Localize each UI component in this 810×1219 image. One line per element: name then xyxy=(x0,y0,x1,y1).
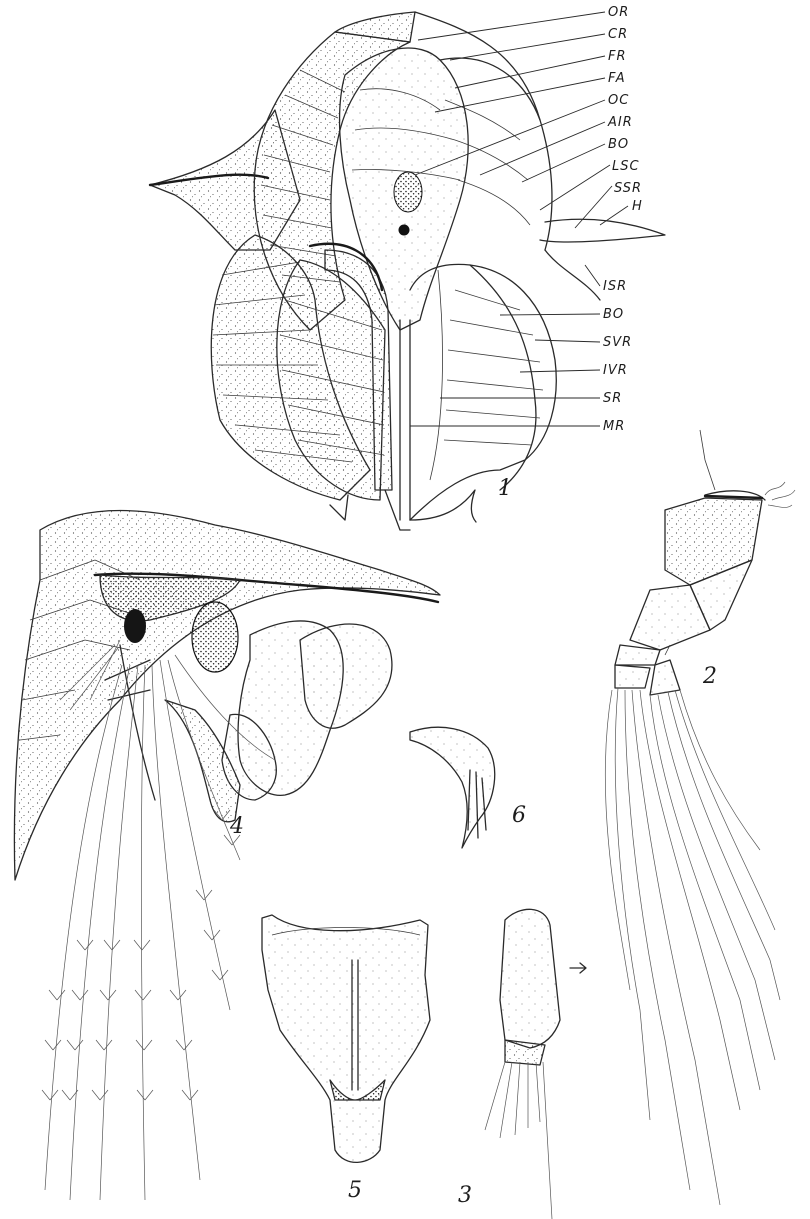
label-or: OR xyxy=(608,5,629,20)
label-svr: SVR xyxy=(603,335,632,350)
label-fr: FR xyxy=(608,49,627,64)
label-ssr: SSR xyxy=(614,181,642,196)
figure-5-drawing xyxy=(262,915,430,1162)
seta-barbs xyxy=(42,810,240,1100)
label-bo-upper: BO xyxy=(608,137,629,152)
figure-1-labels: OR CR FR FA OC AIR BO LSC SSR H ISR BO S… xyxy=(603,5,643,434)
figure-6-drawing xyxy=(410,727,495,848)
label-air: AIR xyxy=(607,115,633,130)
figure-1-drawing xyxy=(150,12,665,530)
figure-number-1: 1 xyxy=(498,476,512,501)
label-h: H xyxy=(632,199,643,214)
figure-number-5: 5 xyxy=(348,1178,362,1203)
figure-number-3: 3 xyxy=(458,1183,472,1208)
figure-number-4: 4 xyxy=(229,814,244,839)
label-bo-lower: BO xyxy=(603,307,624,322)
label-fa: FA xyxy=(608,71,626,86)
figure-2-drawing xyxy=(605,430,795,1205)
label-cr: CR xyxy=(608,27,628,42)
label-sr: SR xyxy=(603,391,622,406)
label-ivr: IVR xyxy=(603,363,628,378)
figure-3-drawing xyxy=(485,909,586,1219)
figure-number-2: 2 xyxy=(702,664,717,689)
label-oc: OC xyxy=(608,93,629,108)
figure-number-6: 6 xyxy=(512,803,526,828)
label-isr: ISR xyxy=(603,279,627,294)
label-lsc: LSC xyxy=(612,159,640,174)
label-mr: MR xyxy=(603,419,625,434)
